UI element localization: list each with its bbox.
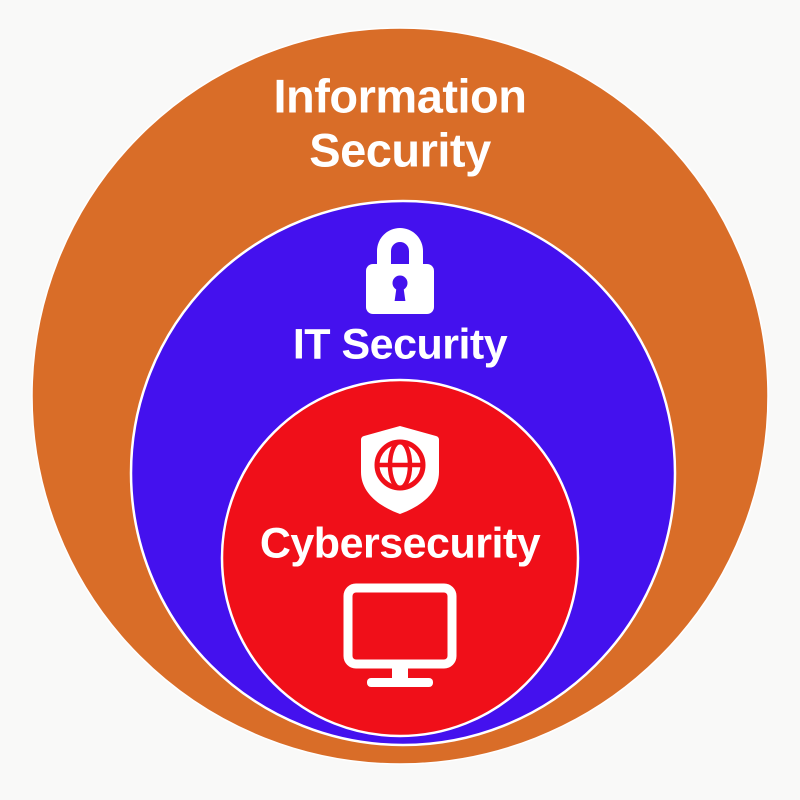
monitor-base [367,678,433,687]
padlock-shackle [377,228,423,268]
cybersecurity-label: Cybersecurity [260,519,541,567]
padlock-keyhole-stem [394,287,406,301]
padlock-keyhole-top [392,275,408,291]
it-security-label: IT Security [293,320,508,368]
shield-globe-icon [360,426,440,514]
monitor-icon [343,583,457,687]
shield-outline [360,426,440,514]
information-security-label-line1: Information [274,69,527,122]
cybersecurity-circle[interactable] [220,378,580,738]
ring-cybersecurity[interactable]: Cybersecurity [220,378,580,738]
information-security-label-line2: Security [309,123,491,176]
padlock-icon [366,228,434,314]
